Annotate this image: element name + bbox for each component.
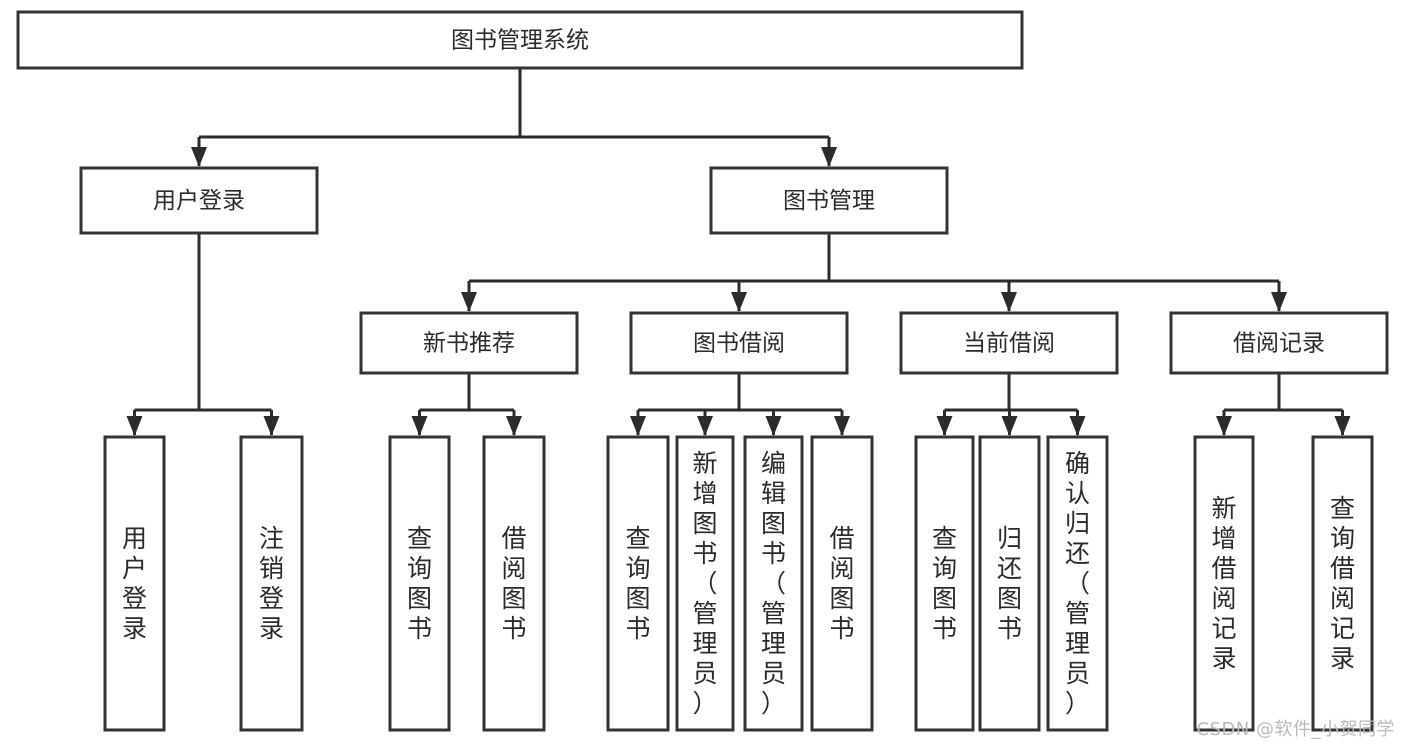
- node-leaf-11-新增借阅记录-label: 新增借阅记录: [1211, 494, 1236, 673]
- arrow-head-icon: [263, 416, 280, 436]
- node-leaf-5-新增图书管理员-box[interactable]: [675, 435, 735, 732]
- node-leaf-9-归还图书-box[interactable]: [978, 435, 1041, 732]
- nodes-layer: 图书管理系统用户登录图书管理新书推荐图书借阅当前借阅借阅记录用户登录注销登录查询…: [16, 10, 1389, 732]
- node-leaf-9-归还图书[interactable]: 归还图书: [978, 435, 1041, 732]
- node-level3-图书借阅-box[interactable]: [629, 311, 849, 375]
- node-leaf-8-查询图书[interactable]: 查询图书: [914, 435, 975, 732]
- arrow-head-icon: [411, 416, 428, 436]
- node-leaf-4-查询图书-label: 查询图书: [625, 524, 650, 643]
- arrow-head-icon: [731, 292, 747, 312]
- node-level3-借阅记录-label: 借阅记录: [1233, 331, 1325, 357]
- node-leaf-12-查询借阅记录-box[interactable]: [1311, 435, 1374, 732]
- node-leaf-6-编辑图书管理员-box[interactable]: [743, 435, 804, 732]
- node-leaf-7-借阅图书-box[interactable]: [810, 435, 874, 732]
- node-level3-新书推荐-label: 新书推荐: [423, 331, 515, 357]
- arrow-head-icon: [765, 416, 782, 436]
- node-level3-借阅记录[interactable]: 借阅记录: [1169, 311, 1389, 375]
- node-leaf-5-新增图书管理员-label: 新增图书（管理员）: [692, 449, 717, 718]
- node-level2-图书管理-label: 图书管理: [783, 188, 875, 214]
- node-leaf-3-借阅图书-box[interactable]: [482, 435, 546, 732]
- node-leaf-0-用户登录[interactable]: 用户登录: [103, 435, 166, 732]
- node-level3-当前借阅-box[interactable]: [899, 311, 1119, 375]
- node-leaf-2-查询图书-label: 查询图书: [407, 524, 432, 643]
- node-leaf-10-确认归还管理员-box[interactable]: [1046, 435, 1109, 732]
- arrow-head-icon: [1334, 416, 1351, 436]
- arrow-head-icon: [1216, 416, 1232, 436]
- node-leaf-1-注销登录[interactable]: 注销登录: [239, 435, 304, 732]
- arrow-head-icon: [697, 416, 713, 436]
- node-leaf-3-借阅图书-label: 借阅图书: [501, 524, 526, 643]
- node-leaf-10-确认归还管理员-label: 确认归还（管理员）: [1065, 449, 1090, 718]
- node-leaf-9-归还图书-label: 归还图书: [997, 524, 1022, 643]
- node-level2-图书管理[interactable]: 图书管理: [709, 166, 949, 235]
- arrow-head-icon: [834, 416, 850, 436]
- node-leaf-11-新增借阅记录[interactable]: 新增借阅记录: [1193, 435, 1255, 732]
- node-leaf-0-用户登录-label: 用户登录: [122, 524, 147, 643]
- arrow-head-icon: [126, 416, 143, 436]
- node-leaf-0-用户登录-box[interactable]: [103, 435, 166, 732]
- arrow-head-icon: [506, 416, 522, 436]
- node-leaf-11-新增借阅记录-box[interactable]: [1193, 435, 1255, 732]
- node-leaf-2-查询图书[interactable]: 查询图书: [388, 435, 451, 732]
- arrow-head-icon: [821, 147, 837, 167]
- arrow-head-icon: [461, 292, 477, 312]
- node-level3-图书借阅[interactable]: 图书借阅: [629, 311, 849, 375]
- node-level2-用户登录-box[interactable]: [79, 166, 319, 235]
- arrow-head-icon: [191, 147, 207, 167]
- node-level3-借阅记录-box[interactable]: [1169, 311, 1389, 375]
- node-level2-图书管理-box[interactable]: [709, 166, 949, 235]
- arrow-head-icon: [1001, 292, 1017, 312]
- node-leaf-6-编辑图书管理员-label: 编辑图书（管理员）: [761, 449, 786, 718]
- node-leaf-6-编辑图书管理员[interactable]: 编辑图书（管理员）: [743, 435, 804, 732]
- node-leaf-7-借阅图书-label: 借阅图书: [829, 524, 854, 643]
- edges-layer: [126, 68, 1351, 436]
- node-root-图书管理系统-label: 图书管理系统: [451, 28, 589, 54]
- node-leaf-8-查询图书-label: 查询图书: [932, 524, 957, 643]
- node-root-图书管理系统-box[interactable]: [16, 10, 1024, 70]
- node-leaf-7-借阅图书[interactable]: 借阅图书: [810, 435, 874, 732]
- node-leaf-1-注销登录-box[interactable]: [239, 435, 304, 732]
- arrow-head-icon: [1271, 292, 1287, 312]
- node-leaf-3-借阅图书[interactable]: 借阅图书: [482, 435, 546, 732]
- node-level3-新书推荐-box[interactable]: [359, 311, 579, 375]
- node-level3-新书推荐[interactable]: 新书推荐: [359, 311, 579, 375]
- node-level2-用户登录[interactable]: 用户登录: [79, 166, 319, 235]
- node-leaf-8-查询图书-box[interactable]: [914, 435, 975, 732]
- node-root-图书管理系统[interactable]: 图书管理系统: [16, 10, 1024, 70]
- node-level3-当前借阅[interactable]: 当前借阅: [899, 311, 1119, 375]
- arrow-head-icon: [1069, 416, 1086, 436]
- node-leaf-5-新增图书管理员[interactable]: 新增图书（管理员）: [675, 435, 735, 732]
- node-leaf-4-查询图书[interactable]: 查询图书: [606, 435, 670, 732]
- node-leaf-1-注销登录-label: 注销登录: [259, 524, 284, 643]
- node-level2-用户登录-label: 用户登录: [153, 188, 245, 214]
- node-leaf-2-查询图书-box[interactable]: [388, 435, 451, 732]
- node-leaf-10-确认归还管理员[interactable]: 确认归还（管理员）: [1046, 435, 1109, 732]
- node-leaf-4-查询图书-box[interactable]: [606, 435, 670, 732]
- arrow-head-icon: [630, 416, 646, 436]
- arrow-head-icon: [1001, 416, 1018, 436]
- arrow-head-icon: [936, 416, 953, 436]
- node-leaf-12-查询借阅记录-label: 查询借阅记录: [1330, 494, 1355, 673]
- node-leaf-12-查询借阅记录[interactable]: 查询借阅记录: [1311, 435, 1374, 732]
- node-level3-当前借阅-label: 当前借阅: [963, 331, 1055, 357]
- node-level3-图书借阅-label: 图书借阅: [693, 331, 785, 357]
